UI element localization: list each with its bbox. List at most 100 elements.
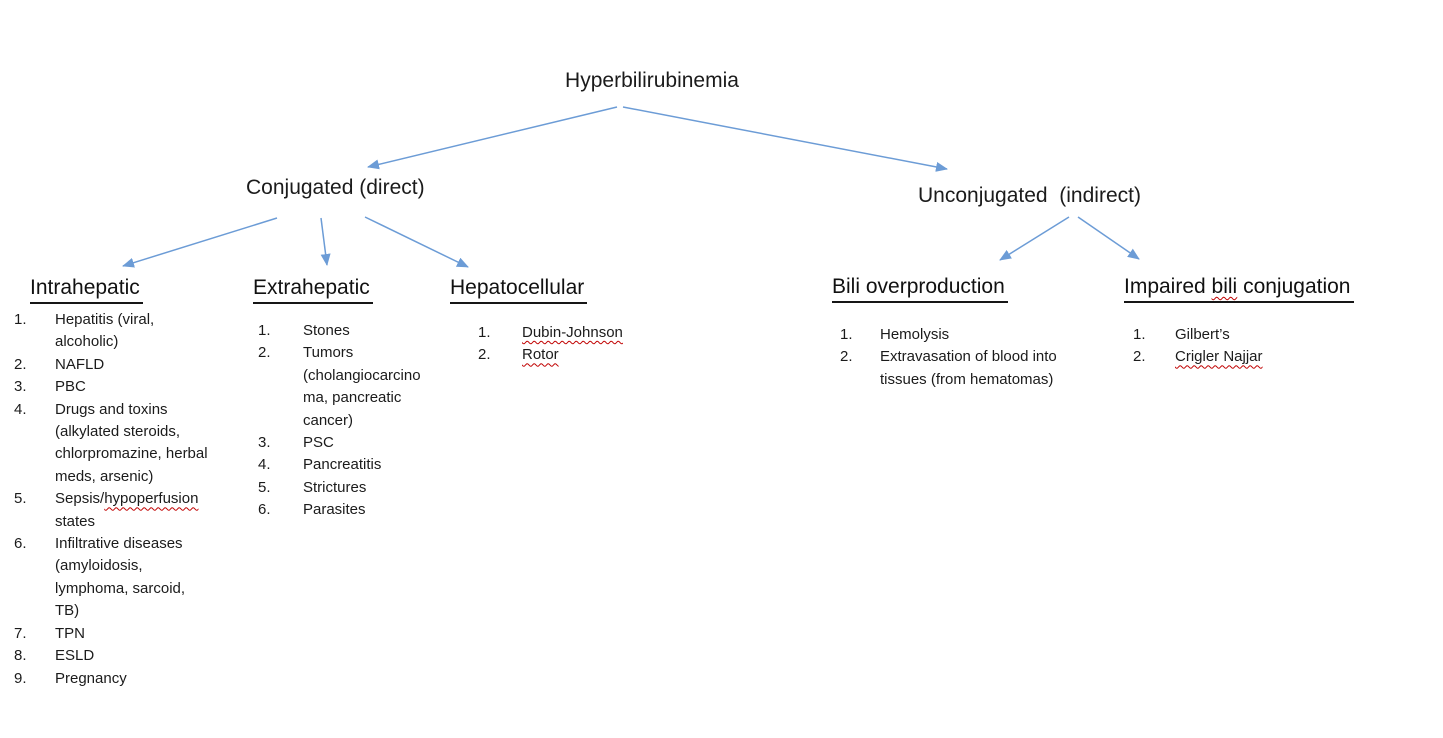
item-number: 6. [14,535,27,553]
text-segment: states [55,512,96,530]
misspelled-text: hypoperfusion [104,490,199,508]
text-segment: Extrahepatic [253,276,370,299]
misspelled-text: Dubin-Johnson [522,324,623,341]
text-segment: Bili overproduction [832,275,1005,298]
text-segment: TPN [55,624,85,642]
item-number: 1. [14,311,27,328]
column-impaired-bili-conjugation: Impaired bili conjugation 1.Gilbert’s 2. C… [1124,274,1414,369]
item-text: Pregnancy [55,668,213,690]
list-item: 3.PBC [14,376,229,398]
item-text: Parasites [303,499,433,521]
list-item: 2. Rotor [478,344,650,366]
list-item: 2. Tumors (cholangiocarcinoma, pancreatic… [258,342,438,432]
column-list: 1. Stones 2. Tumors (cholangiocarcinoma, pa… [258,320,438,522]
connector-arrow-root-to-unconjugated [622,106,948,172]
column-list: 1. Dubin-Johnson 2. Rotor [478,322,650,367]
list-item: 1. Stones [258,320,438,342]
text-segment: Intrahepatic [30,276,140,299]
text-segment: PBC [55,378,86,396]
list-item: 1. Dubin-Johnson [478,322,650,344]
misspelled-text: Crigler Najjar [1175,348,1263,366]
branch-unconjugated-label: Unconjugated (indirect) [918,184,1141,207]
text-segment: Drugs and toxins (alkylated steroids, ch… [55,400,208,485]
list-item: 1.Gilbert’s [1133,324,1414,346]
list-item: 2. Extravasation of blood into tissues (f… [840,346,1062,391]
item-text: PBC [55,376,213,398]
list-item: 5. Strictures [258,477,438,499]
item-number: 2. [258,344,271,362]
list-item: 1. Hepatitis (viral, alcoholic) [14,309,229,354]
item-text: Stones [303,320,433,342]
item-text: Tumors (cholangiocarcinoma, pancreatic c… [303,342,433,432]
item-text: Hemolysis [880,324,1058,346]
list-item: 4. Drugs and toxins (alkylated steroids, … [14,399,229,489]
column-list: 1. Hemolysis 2. Extravasation of blood into… [840,324,1062,391]
misspelled-text: bili [1211,275,1238,298]
list-item: 2. NAFLD [14,354,229,376]
item-number: 2. [840,348,853,366]
item-text: TPN [55,623,213,645]
root-node-label: Hyperbilirubinemia [565,69,739,92]
item-text: Rotor [522,344,650,366]
column-bili-overproduction: Bili overproduction 1. Hemolysis 2. Extrava… [832,274,1062,391]
item-text: Drugs and toxins (alkylated steroids, ch… [55,399,213,489]
branch-conjugated-label: Conjugated (direct) [246,176,425,199]
item-number: 6. [258,501,271,519]
text-segment: Impaired [1124,275,1212,298]
text-segment: Hemolysis [880,326,950,343]
item-text: PSC [303,432,433,454]
column-intrahepatic: Intrahepatic 1. Hepatitis (viral, alcohol… [14,275,229,690]
connector-arrow-conjugated-to-hepatocellular [364,216,469,268]
list-item: 1. Hemolysis [840,324,1062,346]
item-number: 3. [258,434,271,452]
item-number: 9. [14,669,27,687]
text-segment: Sepsis/ [55,490,105,508]
item-number: 2. [478,346,491,364]
text-segment: Hepatocellular [450,276,585,299]
text-segment: Gilbert’s [1175,326,1230,343]
column-header: Intrahepatic [30,275,143,304]
list-item: 4. Pancreatitis [258,454,438,476]
list-item: 8.ESLD [14,645,229,667]
text-segment: Hepatitis (viral, alcoholic) [55,311,155,351]
text-segment: Tumors (cholangiocarcinoma, pancreatic c… [303,344,421,429]
item-number: 5. [258,478,271,496]
text-segment: Extravasation of blood into tissues (fro… [880,348,1057,388]
item-text: Dubin-Johnson [522,322,650,344]
list-item: 6. Parasites [258,499,438,521]
text-segment: Strictures [303,478,367,496]
item-number: 1. [478,324,491,341]
item-text: Extravasation of blood into tissues (fro… [880,346,1058,391]
item-text: Hepatitis (viral, alcoholic) [55,309,213,354]
item-text: Infiltrative diseases (amyloidosis, lymp… [55,533,213,623]
text-segment: Stones [303,322,350,339]
text-segment: Pancreatitis [303,456,382,474]
item-number: 5. [14,490,27,508]
text-segment: Infiltrative diseases (amyloidosis, lymp… [55,535,186,620]
connector-arrow-unconjugated-to-bili-overproduction [999,216,1070,261]
item-number: 2. [1133,348,1146,366]
item-number: 4. [258,456,271,474]
item-number: 4. [14,400,27,418]
text-segment: conjugation [1237,275,1351,298]
column-list: 1. Hepatitis (viral, alcoholic) 2. NAFLD 3.P… [14,309,229,690]
text-segment: ESLD [55,647,95,665]
item-number: 1. [258,322,271,339]
item-text: ESLD [55,645,213,667]
list-item: 7.TPN [14,623,229,645]
item-text: Sepsis/hypoperfusion states [55,488,213,533]
list-item: 9. Pregnancy [14,668,229,690]
item-text: Crigler Najjar [1175,346,1380,368]
misspelled-text: Rotor [522,346,559,364]
item-text: Pancreatitis [303,454,433,476]
text-segment: NAFLD [55,355,105,373]
item-number: 2. [14,355,27,373]
list-item: 3. PSC [258,432,438,454]
connector-arrow-conjugated-to-intrahepatic [122,217,278,268]
text-segment: PSC [303,434,334,452]
connector-arrow-conjugated-to-extrahepatic [320,217,331,266]
item-number: 1. [840,326,853,343]
column-header: Extrahepatic [253,275,373,304]
list-item: 6. Infiltrative diseases (amyloidosis, ly… [14,533,229,623]
